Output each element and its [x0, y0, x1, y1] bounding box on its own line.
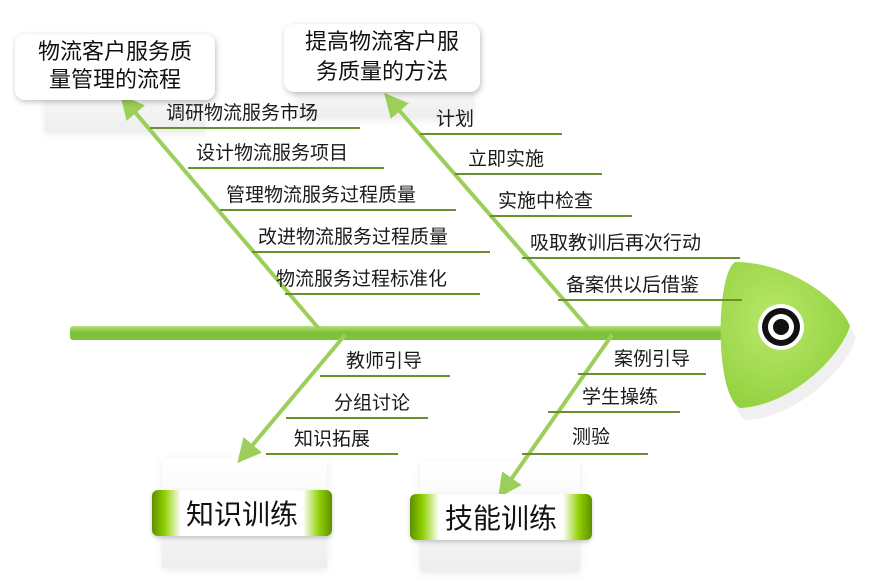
label-tl-1: 调研物流服务市场	[166, 102, 319, 124]
label-tl-3: 管理物流服务过程质量	[226, 184, 417, 206]
label-br-3: 测验	[572, 426, 611, 448]
label-br-2: 学生操练	[582, 386, 659, 408]
pill-knowledge-training: 知识训练	[152, 490, 332, 536]
eye-icon	[758, 304, 804, 350]
title-box-top-left: 物流客户服务质 量管理的流程	[15, 34, 215, 100]
fish-head-icon	[720, 262, 856, 420]
label-bl-3: 知识拓展	[294, 428, 371, 450]
title-tr-line1: 提高物流客户服	[304, 30, 459, 55]
branch-top-left	[120, 94, 322, 332]
label-tr-1: 计划	[436, 108, 475, 130]
pill-skill-training: 技能训练	[410, 494, 592, 540]
label-tl-2: 设计物流服务项目	[196, 142, 349, 164]
label-tl-4: 改进物流服务过程质量	[258, 226, 449, 248]
label-br-1: 案例引导	[614, 348, 691, 370]
label-tl-5: 物流服务过程标准化	[276, 268, 448, 290]
label-bl-1: 教师引导	[346, 350, 423, 372]
branch-bottom-left	[237, 333, 347, 464]
title-tl-line2: 量管理的流程	[48, 68, 181, 93]
label-bl-2: 分组讨论	[334, 392, 411, 414]
title-tl-line1: 物流客户服务质	[37, 40, 192, 65]
label-tr-2: 立即实施	[468, 148, 545, 170]
label-tr-5: 备案供以后借鉴	[566, 274, 700, 296]
label-tr-4: 吸取教训后再次行动	[530, 232, 702, 254]
fishbone-spine	[70, 326, 735, 340]
title-tr-line2: 务质量的方法	[315, 60, 448, 85]
title-box-top-right: 提高物流客户服 务质量的方法	[284, 24, 480, 92]
label-tr-3: 实施中检查	[498, 190, 594, 212]
